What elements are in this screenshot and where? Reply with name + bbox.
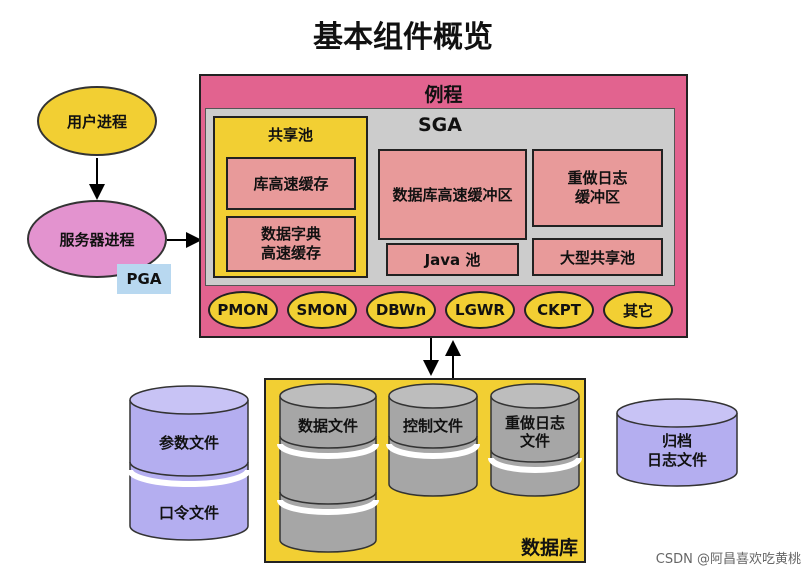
library-cache-label: 库高速缓存 bbox=[253, 175, 329, 193]
parameter-password-cylinder bbox=[127, 385, 251, 541]
data-files-cylinder bbox=[277, 383, 379, 553]
process-others: 其它 bbox=[603, 291, 673, 329]
library-cache-box: 库高速缓存 bbox=[226, 157, 356, 210]
dictionary-cache-label-line2: 高速缓存 bbox=[260, 244, 321, 262]
db-buffer-cache-label: 数据库高速缓冲区 bbox=[392, 186, 513, 204]
data-files-label: 数据文件 bbox=[297, 417, 358, 435]
process-pmon-label: PMON bbox=[217, 301, 269, 319]
process-smon: SMON bbox=[287, 291, 357, 329]
db-buffer-cache-box: 数据库高速缓冲区 bbox=[378, 149, 527, 240]
pga-box: PGA bbox=[117, 264, 171, 294]
redo-log-files-label-line2: 文件 bbox=[519, 432, 550, 450]
control-files-cylinder bbox=[386, 383, 480, 497]
redo-log-files-label: 重做日志 文件 bbox=[491, 414, 579, 450]
pga-label: PGA bbox=[126, 270, 162, 288]
process-lgwr: LGWR bbox=[445, 291, 515, 329]
java-pool-box: Java 池 bbox=[386, 243, 519, 276]
instance-label: 例程 bbox=[424, 84, 463, 106]
archived-logs-label-line1: 归档 bbox=[661, 432, 692, 450]
control-files-label: 控制文件 bbox=[402, 417, 463, 435]
redo-log-buffer-box: 重做日志 缓冲区 bbox=[532, 149, 663, 227]
redo-log-buffer-label-line2: 缓冲区 bbox=[574, 188, 620, 206]
process-others-label: 其它 bbox=[622, 301, 653, 320]
watermark: CSDN @阿昌喜欢吃黄桃 bbox=[655, 552, 801, 567]
redo-log-files-label-line1: 重做日志 bbox=[504, 414, 565, 432]
process-smon-label: SMON bbox=[296, 301, 348, 319]
process-dbwn-label: DBWn bbox=[375, 301, 427, 319]
database-label: 数据库 bbox=[520, 537, 578, 559]
server-process-label: 服务器进程 bbox=[59, 230, 135, 249]
process-lgwr-label: LGWR bbox=[455, 301, 505, 319]
process-dbwn: DBWn bbox=[366, 291, 436, 329]
redo-log-files-cylinder bbox=[488, 383, 582, 497]
parameter-file-label: 参数文件 bbox=[158, 434, 219, 452]
password-file-label: 口令文件 bbox=[158, 504, 219, 522]
archived-logs-label-line2: 日志文件 bbox=[646, 450, 707, 469]
large-pool-box: 大型共享池 bbox=[532, 238, 663, 276]
process-ckpt-label: CKPT bbox=[537, 301, 581, 319]
java-pool-label: Java 池 bbox=[424, 251, 481, 269]
shared-pool-label: 共享池 bbox=[267, 126, 313, 144]
user-process-label: 用户进程 bbox=[66, 112, 127, 131]
redo-log-buffer-label-line1: 重做日志 bbox=[567, 169, 628, 188]
user-process-node: 用户进程 bbox=[37, 86, 157, 156]
server-process-node: 服务器进程 bbox=[27, 200, 167, 278]
large-pool-label: 大型共享池 bbox=[559, 248, 635, 267]
page-title: 基本组件概览 bbox=[313, 20, 493, 55]
sga-label: SGA bbox=[418, 114, 462, 136]
archived-logs-label: 归档 日志文件 bbox=[617, 432, 737, 470]
dictionary-cache-label-line1: 数据字典 bbox=[260, 225, 321, 244]
process-pmon: PMON bbox=[208, 291, 278, 329]
process-ckpt: CKPT bbox=[524, 291, 594, 329]
dictionary-cache-box: 数据字典 高速缓存 bbox=[226, 216, 356, 272]
archived-logs-cylinder bbox=[616, 398, 738, 487]
